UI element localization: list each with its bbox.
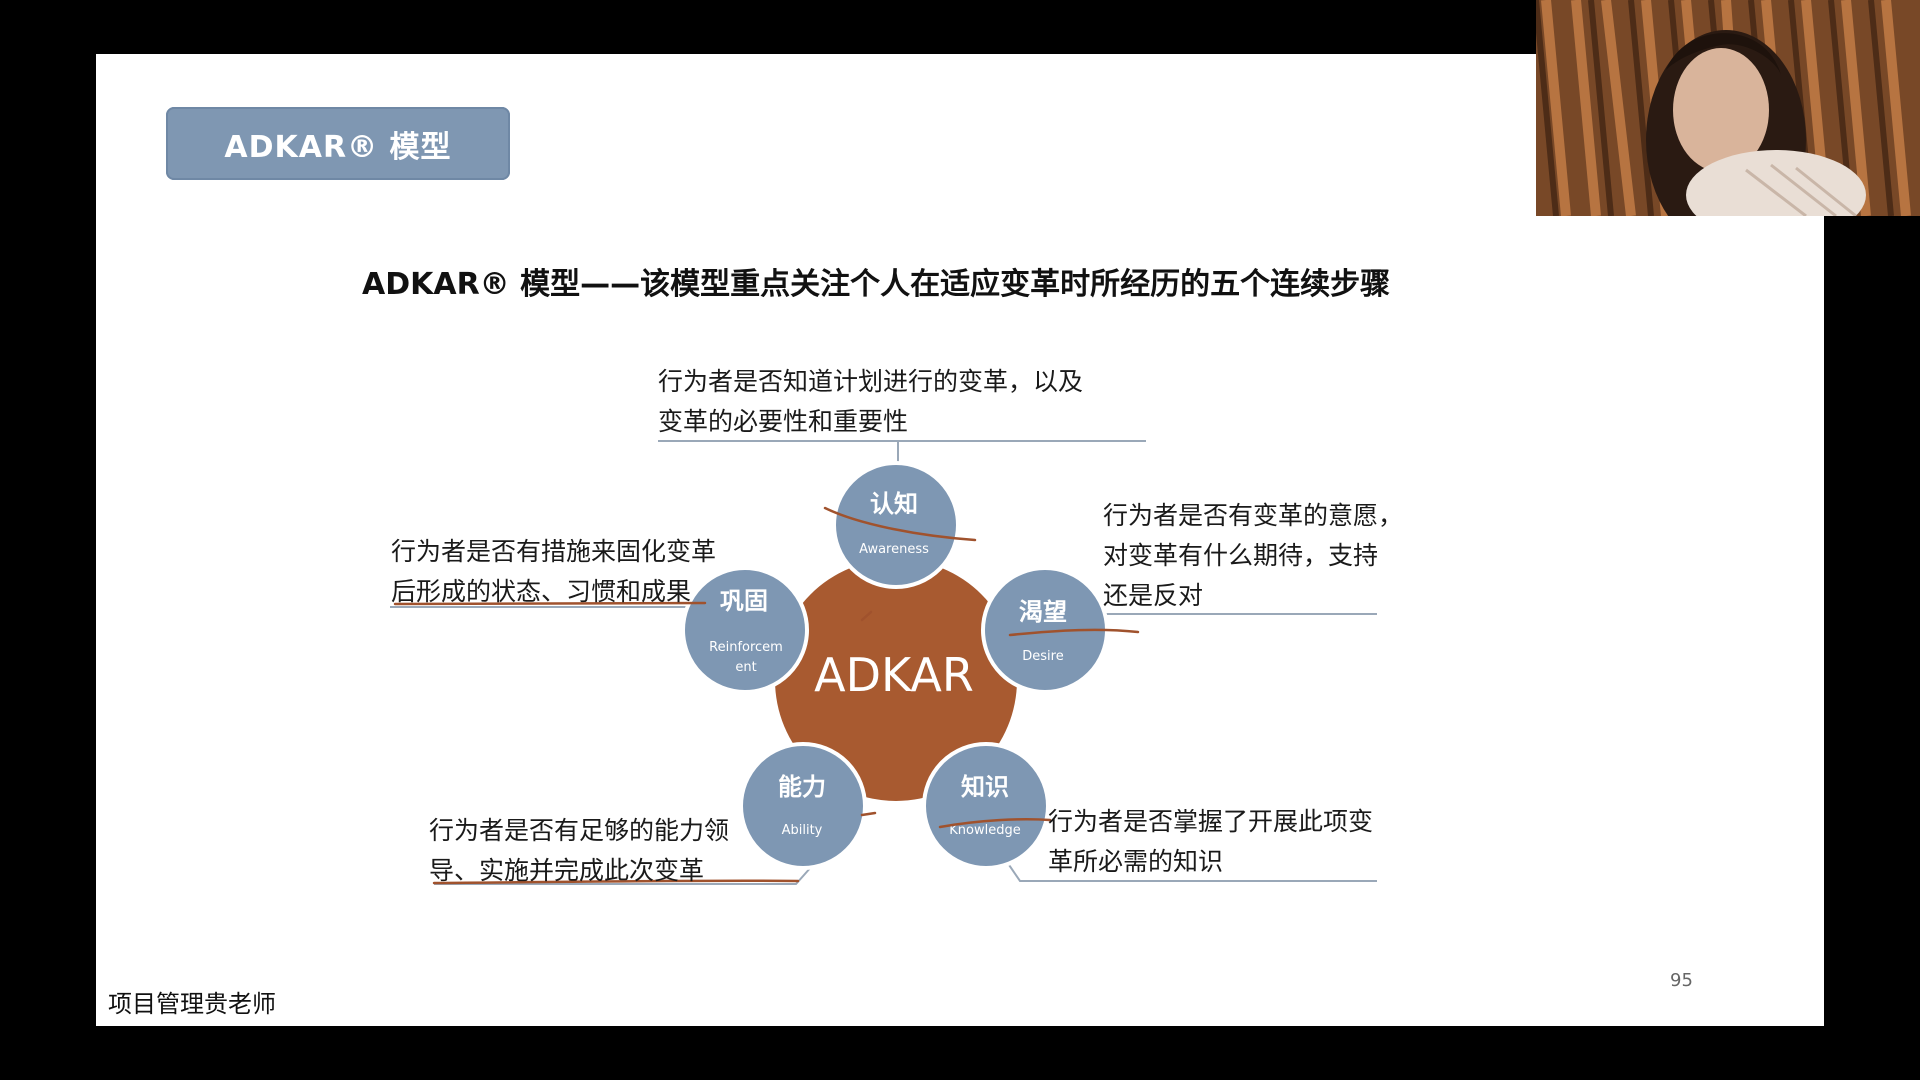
connector-ability [434, 865, 813, 885]
connector-knowledge [1004, 858, 1377, 882]
section-tag: ADKAR® 模型 [166, 107, 510, 180]
annotation-mark-center [860, 610, 873, 622]
section-tag-label: ADKAR® 模型 [224, 129, 452, 165]
annotation-stroke-ability [432, 879, 800, 885]
node-reinforcement-en-1: Reinforcem [709, 640, 783, 655]
desc-reinforcement-line1: 行为者是否有措施来固化变革 [391, 537, 717, 566]
node-desire-en: Desire [1022, 649, 1063, 664]
desc-awareness-line1: 行为者是否知道计划进行的变革，以及 [658, 367, 1084, 396]
node-ability-cn: 能力 [778, 773, 826, 801]
annotation-stroke-ability-tail [860, 811, 877, 817]
node-ability: 能力 Ability [739, 742, 867, 870]
annotation-stroke-knowledge [938, 818, 1052, 829]
node-reinforcement-cn: 巩固 [720, 587, 768, 615]
node-awareness: 认知 Awareness [832, 461, 960, 589]
adkar-hub-label: ADKAR [814, 648, 974, 702]
desc-reinforcement: 行为者是否有措施来固化变革 后形成的状态、习惯和成果 [391, 532, 716, 612]
desc-ability-line2: 导、实施并完成此次变革 [429, 856, 705, 885]
connector-awareness [658, 440, 1146, 463]
node-knowledge-en: Knowledge [949, 823, 1020, 838]
presenter-caption: 项目管理贵老师 [108, 990, 276, 1018]
node-awareness-cn: 认知 [870, 490, 918, 518]
desc-desire-line3: 还是反对 [1103, 581, 1204, 610]
desc-ability: 行为者是否有足够的能力领 导、实施并完成此次变革 [429, 811, 729, 891]
node-awareness-en: Awareness [859, 542, 929, 557]
node-ability-en: Ability [782, 823, 823, 838]
node-reinforcement-en-2: ent [735, 660, 756, 675]
desc-ability-line1: 行为者是否有足够的能力领 [429, 816, 730, 845]
adkar-hub [775, 559, 1017, 801]
page-number: 95 [1670, 970, 1693, 991]
desc-awareness: 行为者是否知道计划进行的变革，以及 变革的必要性和重要性 [658, 362, 1083, 442]
node-knowledge: 知识 Knowledge [922, 742, 1050, 870]
desc-knowledge-line1: 行为者是否掌握了开展此项变 [1048, 807, 1374, 836]
desc-knowledge: 行为者是否掌握了开展此项变 革所必需的知识 [1048, 802, 1373, 882]
desc-desire: 行为者是否有变革的意愿， 对变革有什么期待，支持 还是反对 [1103, 496, 1403, 616]
annotation-stroke-reinforcement [393, 601, 707, 606]
node-reinforcement: 巩固 Reinforcem ent [681, 566, 809, 694]
desc-awareness-line2: 变革的必要性和重要性 [658, 407, 909, 436]
annotation-stroke-desire [1008, 628, 1140, 637]
desc-desire-line1: 行为者是否有变革的意愿， [1103, 501, 1404, 530]
slide-headline: ADKAR® 模型——该模型重点关注个人在适应变革时所经历的五个连续步骤 [362, 267, 1391, 302]
annotation-stroke-awareness [823, 506, 977, 542]
node-knowledge-cn: 知识 [961, 773, 1009, 801]
desc-reinforcement-line2: 后形成的状态、习惯和成果 [391, 577, 692, 606]
desc-knowledge-line2: 革所必需的知识 [1048, 847, 1224, 876]
webcam-video-feed [1536, 0, 1920, 216]
node-desire-cn: 渴望 [1019, 598, 1067, 626]
desc-desire-line2: 对变革有什么期待，支持 [1103, 541, 1379, 570]
